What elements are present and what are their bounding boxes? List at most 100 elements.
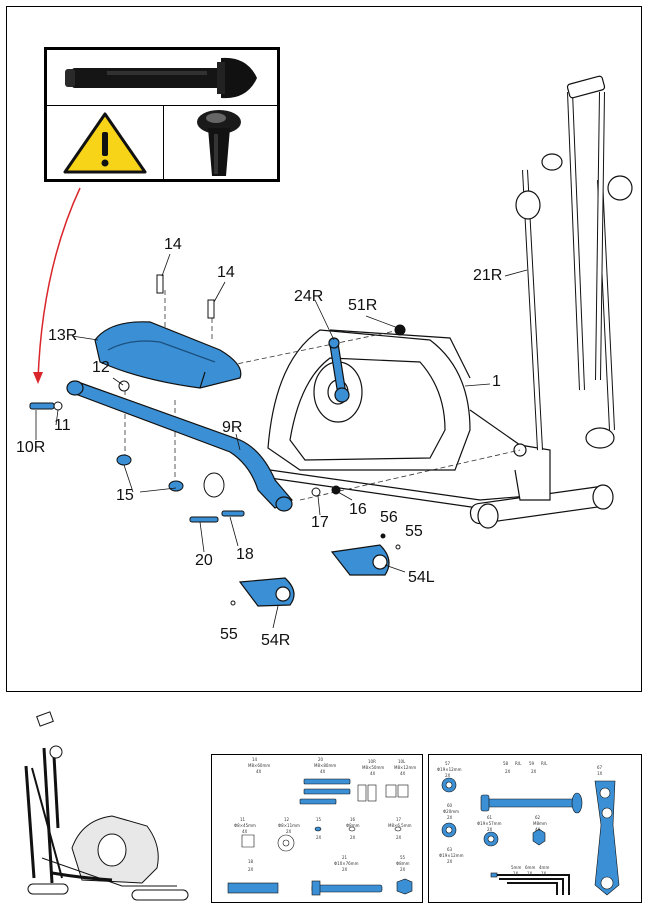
kit2-item-6-spec: M8mm <box>533 821 547 826</box>
kit2-item-1-qty: 2X <box>445 773 451 778</box>
warning-cell <box>47 106 164 179</box>
kit1-item-3-spec: M8×50mm <box>362 765 385 770</box>
kit2-item-9-qty: 1X <box>527 871 533 876</box>
kit1-item-8-spec: Φ8mm <box>346 823 360 828</box>
kit2-item-8-spec: 5mm <box>511 865 522 870</box>
kit1-item-9-num: 17 <box>396 817 402 822</box>
kit2-item-7-spec: Φ19×12mm <box>439 853 464 858</box>
hardware-kit-2: 57 Φ19×12mm 2X 58 R/L 2X 59 R/L 2X 60 Φ2… <box>428 754 642 903</box>
kit1-item-11-spec: Φ10×76mm <box>334 861 359 866</box>
label-part-14b: 14 <box>217 264 235 281</box>
hardware-kit-1: 14 M8×60mm 4X 20 M8×80mm 4X 10R M8×50mm … <box>211 754 423 903</box>
kit1-item-7-num: 15 <box>316 817 322 822</box>
label-part-24r: 24R <box>294 288 324 305</box>
kit1-item-2-qty: 4X <box>320 769 326 774</box>
label-part-11: 11 <box>54 417 71 434</box>
kit2-item-5-qty: 2X <box>487 827 493 832</box>
label-part-17: 17 <box>311 514 329 531</box>
pedal-13r <box>94 321 242 389</box>
label-part-1: 1 <box>492 373 501 390</box>
hardware-parts <box>29 274 406 606</box>
kit1-item-10-qty: 2X <box>248 867 254 872</box>
kit2-item-3-qty: 2X <box>531 769 537 774</box>
kit2-item-6-qty: 4X <box>535 827 541 832</box>
warning-inset <box>44 47 280 182</box>
kit2-item-4-num: 60 <box>447 803 453 808</box>
kit2-item-2-num: 58 <box>503 761 509 766</box>
kit1-item-3-num: 10R <box>368 759 376 764</box>
kit1-item-4-spec: M8×12mm <box>394 765 417 770</box>
kit1-item-2-num: 20 <box>318 757 324 762</box>
label-part-55b: 55 <box>220 626 238 643</box>
cover-54r <box>238 577 295 607</box>
kit1-item-9-qty: 2X <box>396 835 402 840</box>
kit2-item-3-num: 59 <box>529 761 535 766</box>
kit2-item-5-spec: Φ19×57mm <box>477 821 502 826</box>
kit2-item-7-num: 63 <box>447 847 453 852</box>
label-part-54r: 54R <box>261 632 291 649</box>
kit1-item-8-qty: 2X <box>350 835 356 840</box>
kit1-item-11-qty: 2X <box>342 867 348 872</box>
kit1-item-4-qty: 4X <box>400 771 406 776</box>
crank-24r <box>328 337 350 403</box>
kit2-item-10-spec: 4mm <box>539 865 550 870</box>
kit1-item-1-spec: M8×60mm <box>248 763 271 768</box>
label-part-10r: 10R <box>16 439 46 456</box>
kit2-item-11-num: 67 <box>597 765 603 770</box>
pedal-arm-9r <box>66 380 293 512</box>
kit1-item-6-num: 12 <box>284 817 290 822</box>
kit1-item-12-num: 55 <box>400 855 406 860</box>
kit1-item-10-num: 18 <box>248 859 254 864</box>
kit2-item-11-qty: 1X <box>597 771 603 776</box>
kit1-item-1-num: 14 <box>252 757 258 762</box>
label-part-15: 15 <box>116 487 134 504</box>
label-part-9r: 9R <box>222 419 243 436</box>
kit2-item-4-spec: Φ20mm <box>443 809 460 814</box>
kit2-item-7-qty: 2X <box>447 859 453 864</box>
kit2-item-2-qty: 2X <box>505 769 511 774</box>
kit2-item-5-num: 61 <box>487 815 493 820</box>
label-part-20: 20 <box>195 552 213 569</box>
kit1-item-5-qty: 4X <box>242 829 248 834</box>
kit2-item-2-spec: R/L <box>515 761 522 766</box>
kit2-item-10-qty: 1X <box>541 871 547 876</box>
warning-triangle-icon <box>63 112 147 174</box>
bolt-side-view <box>47 50 277 106</box>
label-part-13r: 13R <box>48 327 78 344</box>
kit1-item-11-num: 21 <box>342 855 348 860</box>
label-part-56: 56 <box>380 509 398 526</box>
kit1-item-2-spec: M8×80mm <box>314 763 337 768</box>
cover-54l <box>330 544 390 576</box>
label-part-54l: 54L <box>408 569 435 586</box>
exploded-assembly-diagram <box>29 75 633 629</box>
label-part-18: 18 <box>236 546 254 563</box>
kit2-item-4-qty: 2X <box>447 815 453 820</box>
warning-arrow <box>37 187 81 381</box>
label-part-21r: 21R <box>473 267 503 284</box>
kit1-item-7-qty: 2X <box>316 835 322 840</box>
kit2-item-3-spec: R/L <box>541 761 548 766</box>
label-part-55a: 55 <box>405 523 423 540</box>
kit1-item-5-spec: Φ8×45mm <box>234 823 256 828</box>
kit1-item-4-num: 10L <box>398 759 406 764</box>
kit1-item-6-spec: Φ8×11mm <box>278 823 300 828</box>
kit1-item-3-qty: 4X <box>370 771 376 776</box>
kit2-item-9-spec: 6mm <box>525 865 536 870</box>
kit2-item-6-num: 62 <box>535 815 541 820</box>
kit1-item-1-qty: 4X <box>256 769 262 774</box>
kit1-item-12-qty: 2X <box>400 867 406 872</box>
bolt-head-closeup <box>164 106 277 179</box>
assembled-machine-thumbnail <box>24 711 189 901</box>
kit1-item-5-num: 11 <box>240 817 246 822</box>
label-part-12: 12 <box>92 359 110 376</box>
kit2-item-8-qty: 1X <box>513 871 519 876</box>
label-part-14a: 14 <box>164 236 182 253</box>
kit1-item-8-num: 16 <box>350 817 356 822</box>
diagram-frame <box>6 6 642 692</box>
kit1-item-12-spec: Φ8mm <box>396 861 410 866</box>
label-part-51r: 51R <box>348 297 378 314</box>
kit1-item-6-qty: 2X <box>286 829 292 834</box>
kit2-item-1-num: 57 <box>445 761 451 766</box>
label-part-16: 16 <box>349 501 367 518</box>
kit1-item-9-spec: M8×6.5mm <box>388 823 412 828</box>
